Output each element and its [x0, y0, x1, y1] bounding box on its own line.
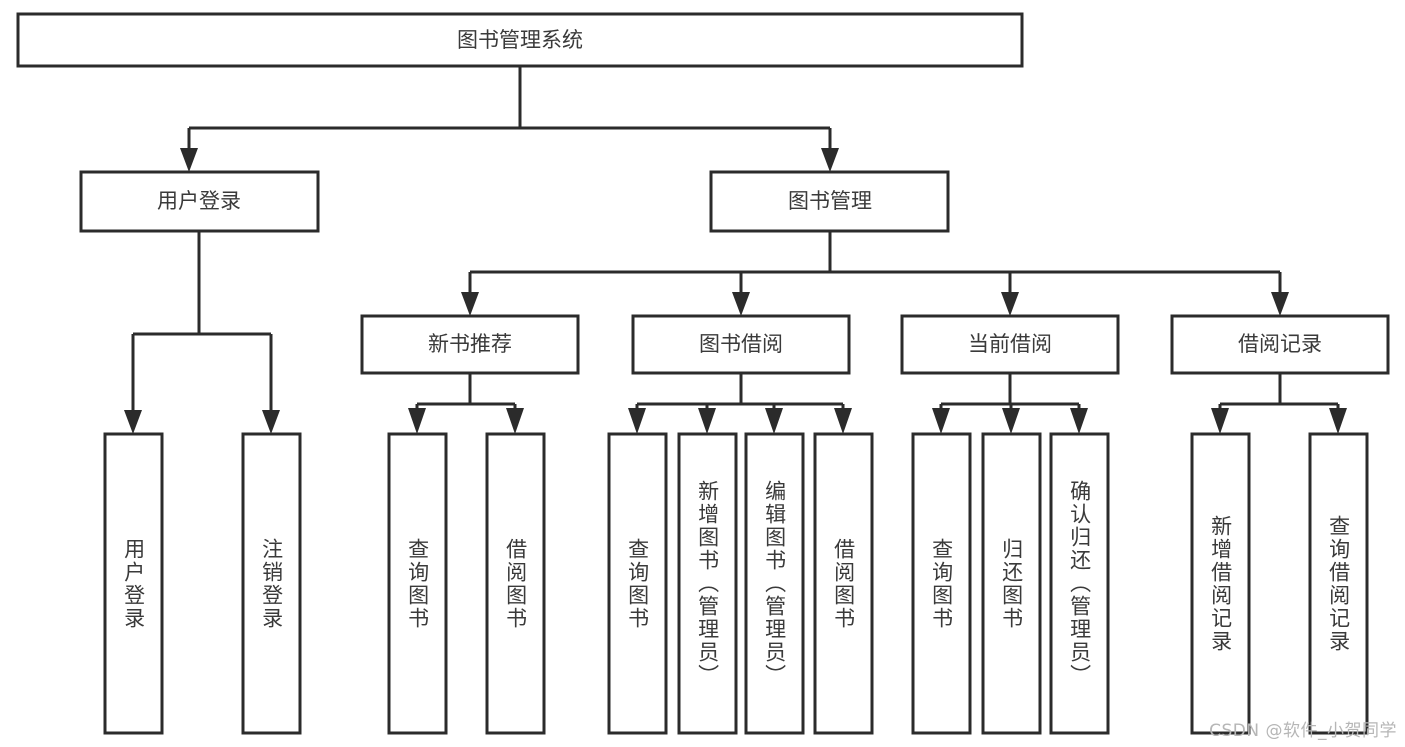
- connector-root-to-level2: [180, 66, 839, 172]
- arrow-head-leaf-borrow-book-2: [834, 408, 852, 434]
- arrow-head-current-borrow: [1001, 292, 1019, 316]
- arrow-head-borrow-record: [1271, 292, 1289, 316]
- node-current-borrow-label: 当前借阅: [968, 332, 1052, 356]
- arrow-head-new-book-recommend: [461, 292, 479, 316]
- node-leaf-edit-book-box[interactable]: [744, 432, 805, 735]
- node-book-borrow-label: 图书借阅: [699, 332, 783, 356]
- node-book-borrow[interactable]: 图书借阅: [631, 314, 851, 375]
- arrow-head-leaf-return-book: [1002, 408, 1020, 434]
- node-leaf-add-book-box[interactable]: [677, 432, 738, 735]
- node-book-manage-label: 图书管理: [788, 189, 872, 213]
- node-user-login-box[interactable]: [79, 170, 320, 233]
- arrow-head-leaf-logout: [262, 410, 280, 434]
- connector-book-borrow-to-leaves: [628, 373, 852, 434]
- node-book-manage-box[interactable]: [709, 170, 950, 233]
- arrow-head-leaf-add-record: [1211, 408, 1229, 434]
- node-root-label: 图书管理系统: [457, 28, 583, 52]
- node-new-book-recommend-box[interactable]: [360, 314, 580, 375]
- node-leaf-add-record-box[interactable]: [1190, 432, 1251, 735]
- arrow-head-leaf-user-login: [124, 410, 142, 434]
- arrow-head-leaf-query-record: [1329, 408, 1347, 434]
- connector-borrow-record-to-leaves: [1211, 373, 1347, 434]
- node-book-borrow-box[interactable]: [631, 314, 851, 375]
- node-current-borrow[interactable]: 当前借阅: [900, 314, 1120, 375]
- node-user-login[interactable]: 用户登录: [79, 170, 320, 233]
- arrow-head-book-manage: [821, 148, 839, 172]
- arrow-head-book-borrow: [732, 292, 750, 316]
- connector-book-manage-to-level3: [461, 231, 1289, 316]
- node-book-manage[interactable]: 图书管理: [709, 170, 950, 233]
- arrow-head-leaf-confirm-return: [1070, 408, 1088, 434]
- node-user-login-label: 用户登录: [157, 189, 241, 213]
- connector-new-book-recommend-to-leaves: [408, 373, 524, 434]
- leaf-boxes: [103, 432, 1369, 735]
- node-root[interactable]: 图书管理系统: [16, 12, 1024, 68]
- watermark: CSDN @软件_小贺同学: [1209, 721, 1397, 741]
- arrow-head-leaf-borrow-book-1: [506, 408, 524, 434]
- arrow-head-user-login: [180, 148, 198, 172]
- node-root-box[interactable]: [16, 12, 1024, 68]
- node-borrow-record-box[interactable]: [1170, 314, 1390, 375]
- arrow-head-leaf-query-book-3: [932, 408, 950, 434]
- connector-user-login-to-leaves: [124, 231, 280, 434]
- node-leaf-query-book-3-box[interactable]: [911, 432, 972, 735]
- arrow-head-leaf-add-book: [698, 408, 716, 434]
- node-new-book-recommend[interactable]: 新书推荐: [360, 314, 580, 375]
- node-leaf-query-record-box[interactable]: [1308, 432, 1369, 735]
- node-leaf-borrow-book-2-box[interactable]: [813, 432, 874, 735]
- arrow-head-leaf-query-book-1: [408, 408, 426, 434]
- node-leaf-confirm-return-box[interactable]: [1049, 432, 1110, 735]
- node-leaf-query-book-2-box[interactable]: [607, 432, 668, 735]
- arrow-head-leaf-query-book-2: [628, 408, 646, 434]
- connector-current-borrow-to-leaves: [932, 373, 1088, 434]
- node-leaf-user-login-box[interactable]: [103, 432, 164, 735]
- node-borrow-record[interactable]: 借阅记录: [1170, 314, 1390, 375]
- arrow-head-leaf-edit-book: [765, 408, 783, 434]
- node-leaf-borrow-book-1-box[interactable]: [485, 432, 546, 735]
- node-leaf-query-book-1-box[interactable]: [387, 432, 448, 735]
- node-current-borrow-box[interactable]: [900, 314, 1120, 375]
- node-borrow-record-label: 借阅记录: [1238, 332, 1322, 356]
- node-leaf-logout-box[interactable]: [241, 432, 302, 735]
- node-new-book-recommend-label: 新书推荐: [428, 332, 512, 356]
- node-leaf-return-book-box[interactable]: [981, 432, 1042, 735]
